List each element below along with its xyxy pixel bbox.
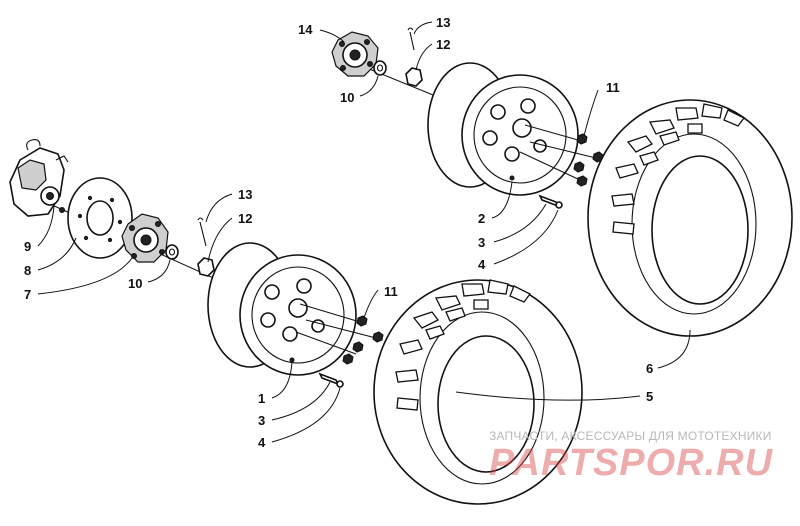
front-lug-nuts [295, 303, 384, 365]
front-castle-nut [197, 257, 215, 277]
front-cotter-pin [197, 217, 207, 247]
rear-lug-nuts [519, 124, 604, 187]
rear-tire [587, 99, 793, 337]
callout-3-rear: 3 [478, 235, 485, 250]
callout-10-rear: 10 [340, 90, 354, 105]
callout-4-front: 4 [258, 435, 266, 450]
callout-4-rear: 4 [478, 257, 486, 272]
watermark-caption: ЗАПЧАСТИ, АКСЕССУАРЫ ДЛЯ МОТОТЕХНИКИ [489, 429, 772, 443]
front-knuckle-caliper [9, 139, 69, 217]
callout-12-front: 12 [238, 211, 252, 226]
callout-8: 8 [24, 263, 31, 278]
callout-7: 7 [24, 287, 31, 302]
callout-13-rear: 13 [436, 15, 450, 30]
front-brake-disc [67, 177, 133, 259]
callout-12-rear: 12 [436, 37, 450, 52]
callout-6: 6 [646, 361, 653, 376]
front-valve-stem [318, 372, 344, 388]
callout-13-front: 13 [238, 187, 252, 202]
front-rim [207, 242, 357, 376]
callouts: 14 13 12 10 11 2 3 4 6 13 12 10 9 8 7 11… [24, 15, 653, 450]
front-hub [121, 213, 169, 263]
front-tire [373, 279, 583, 505]
rear-castle-nut [405, 67, 423, 87]
watermark-brand-logo: PARTSPOR.RU [489, 442, 774, 484]
leader-lines [37, 21, 691, 443]
rear-hub [331, 31, 379, 77]
callout-9: 9 [24, 239, 31, 254]
callout-11-front: 11 [384, 284, 398, 299]
callout-14: 14 [298, 22, 313, 37]
rear-rim [427, 62, 579, 196]
callout-5: 5 [646, 389, 653, 404]
rear-cotter-pin [407, 27, 415, 51]
rear-washer [373, 60, 387, 76]
callout-1: 1 [258, 391, 265, 406]
callout-11-rear: 11 [606, 80, 620, 95]
callout-3-front: 3 [258, 413, 265, 428]
callout-10-front: 10 [128, 276, 142, 291]
front-washer [165, 244, 179, 260]
rear-valve-stem [538, 194, 563, 209]
callout-2: 2 [478, 211, 485, 226]
